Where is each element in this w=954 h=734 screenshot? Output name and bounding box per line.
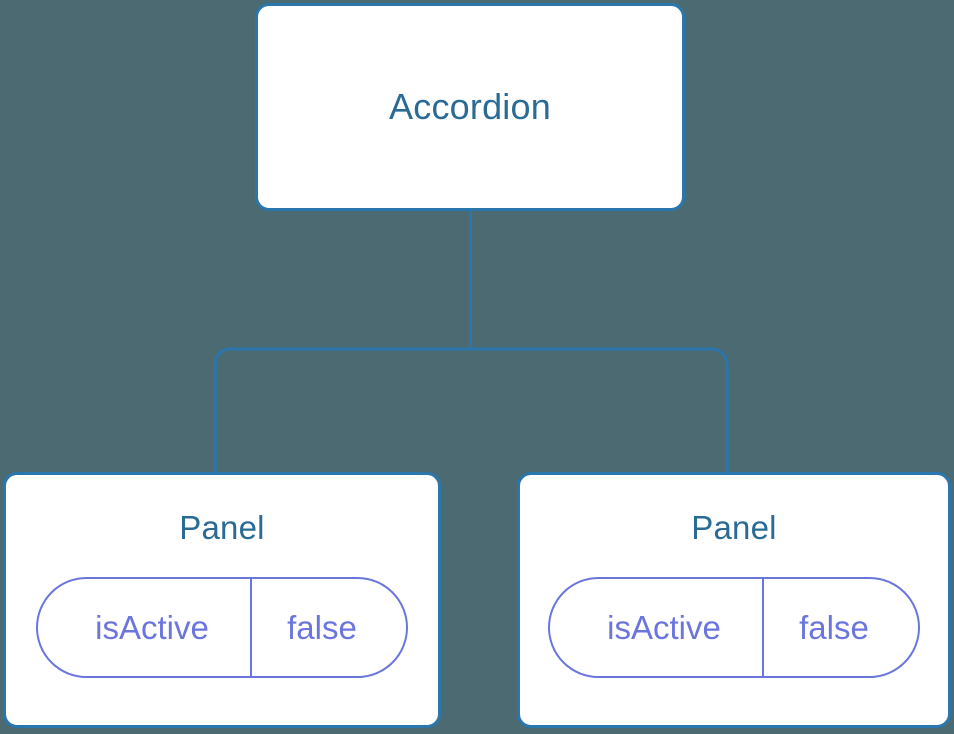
- prop-key: isActive: [550, 579, 764, 676]
- prop-badge[interactable]: isActive false: [548, 577, 920, 678]
- prop-badge[interactable]: isActive false: [36, 577, 408, 678]
- node-title: Panel: [691, 509, 777, 546]
- prop-value: false: [799, 609, 869, 646]
- prop-value: false: [287, 609, 357, 646]
- node-title: Accordion: [389, 86, 551, 127]
- connector-branch-right: [470, 347, 729, 474]
- node-accordion[interactable]: Accordion: [255, 3, 685, 211]
- prop-key: isActive: [38, 579, 252, 676]
- node-panel-1[interactable]: Panel isActive false: [3, 472, 441, 728]
- node-panel-2[interactable]: Panel isActive false: [517, 472, 951, 728]
- node-title: Panel: [179, 509, 265, 546]
- connector-branch-left: [213, 347, 471, 474]
